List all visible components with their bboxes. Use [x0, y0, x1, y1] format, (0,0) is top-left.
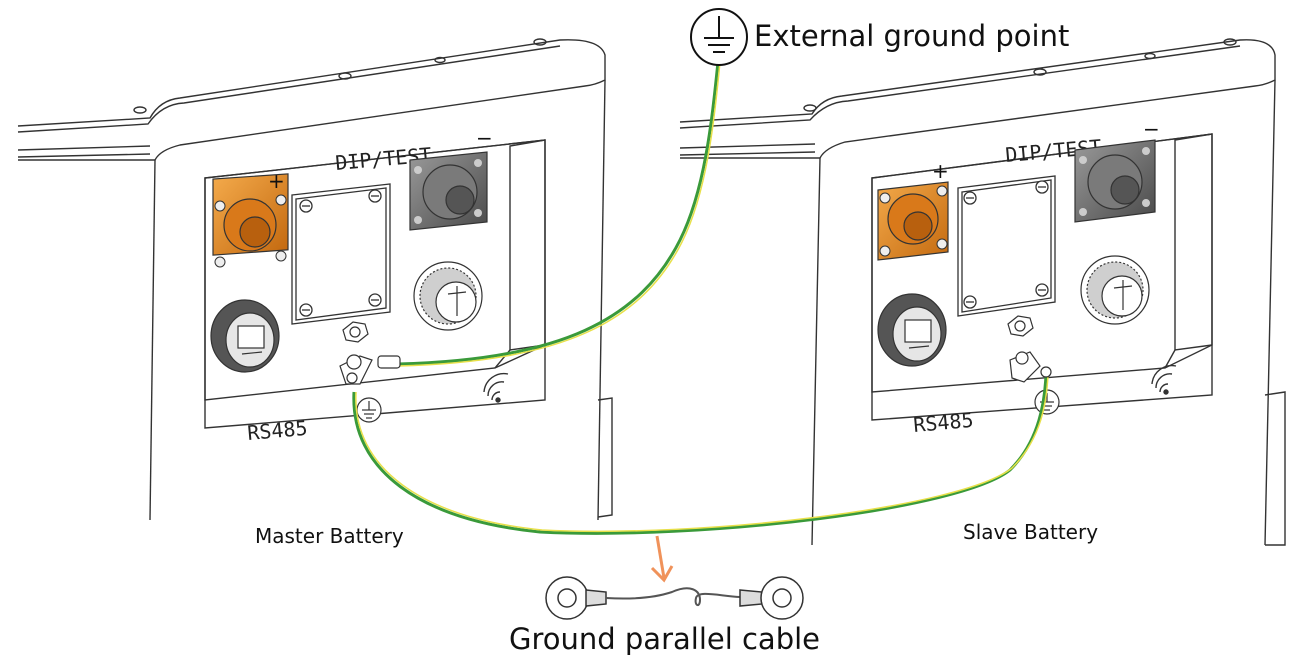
- master-ground-stud: [339, 321, 373, 385]
- arrow-down-icon: [650, 535, 674, 583]
- master-ground-symbol-icon: [356, 397, 382, 423]
- master-negative-terminal: [409, 151, 488, 231]
- ground-cable-label: Ground parallel cable: [509, 622, 820, 656]
- master-wifi-icon: [483, 372, 509, 403]
- external-ground-symbol-icon: [690, 8, 748, 66]
- slave-positive-terminal: [877, 181, 949, 261]
- external-ground-wire: [397, 61, 721, 367]
- master-plus-label: +: [268, 169, 285, 193]
- slave-minus-label: −: [1143, 117, 1160, 141]
- slave-ground-stud: [1007, 315, 1041, 383]
- master-dip-test-cover: [291, 183, 391, 325]
- slave-aux-connector: [1080, 255, 1150, 325]
- parallel-ground-wire: [352, 373, 1049, 535]
- ground-parallel-cable-illustration: [545, 576, 804, 620]
- slave-rs485-label: RS485: [912, 408, 974, 437]
- ring-terminal-icon: [545, 576, 607, 620]
- slave-battery-label: Slave Battery: [963, 520, 1098, 544]
- master-rs485-label: RS485: [246, 416, 308, 445]
- master-aux-connector: [413, 261, 483, 331]
- slave-negative-terminal: [1074, 139, 1156, 223]
- ring-terminal-icon: [739, 576, 804, 620]
- master-rs485-port: [210, 299, 280, 373]
- slave-rs485-port: [877, 293, 947, 367]
- master-minus-label: −: [476, 126, 493, 150]
- external-ground-label: External ground point: [754, 19, 1069, 53]
- master-wire-terminal: [377, 355, 401, 369]
- slave-dip-test-cover: [957, 175, 1056, 317]
- master-battery-label: Master Battery: [255, 524, 404, 548]
- slave-wifi-icon: [1151, 364, 1177, 395]
- slave-plus-label: +: [932, 159, 949, 183]
- slave-wire-terminal: [1040, 366, 1052, 378]
- master-positive-terminal: [212, 173, 289, 268]
